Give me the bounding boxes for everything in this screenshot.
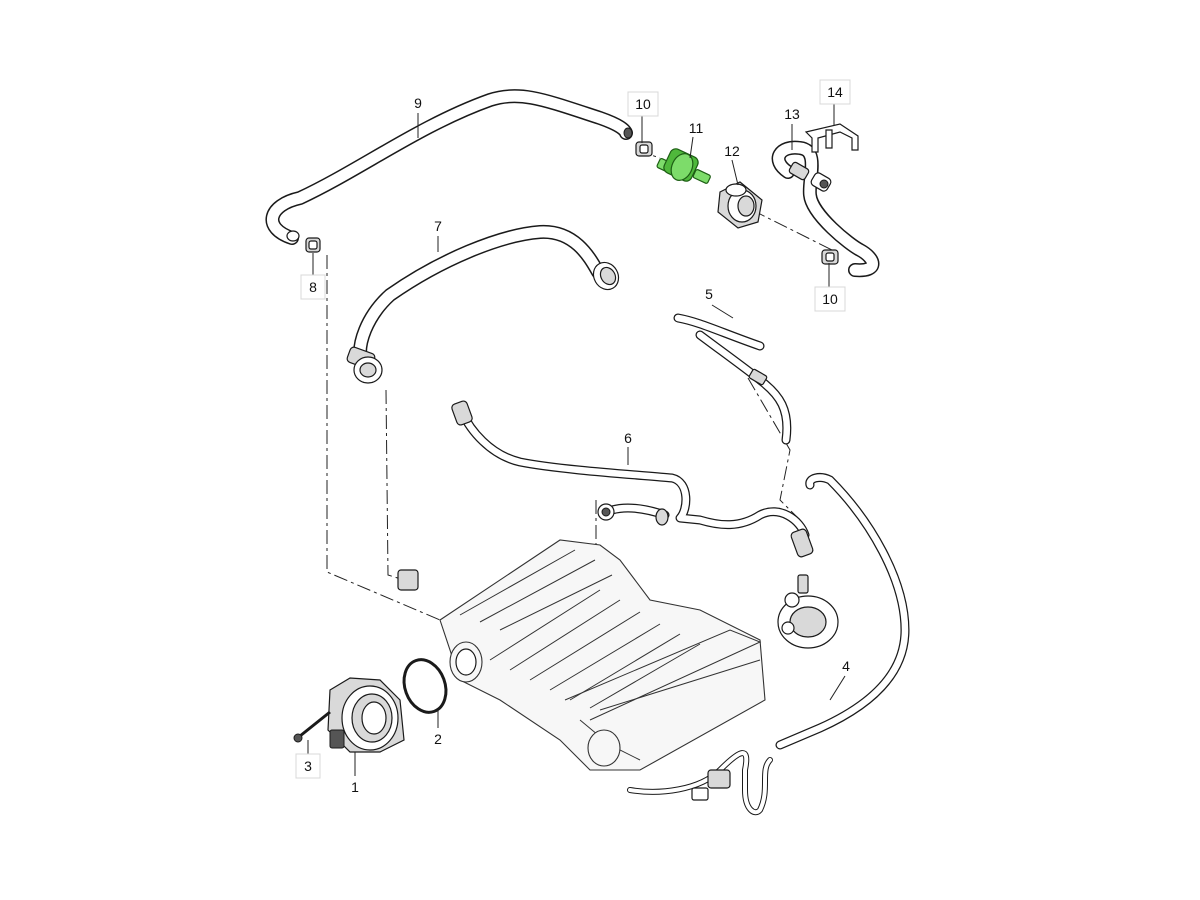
gasket-2[interactable] xyxy=(397,654,453,718)
hose-7[interactable] xyxy=(346,224,623,384)
intake-manifold xyxy=(397,539,766,771)
callout-2[interactable]: 2 xyxy=(434,731,442,747)
pipe-6[interactable] xyxy=(451,400,814,558)
callout-3[interactable]: 3 xyxy=(295,753,321,779)
callout-14-text: 14 xyxy=(827,84,843,100)
clip-14[interactable] xyxy=(804,123,859,153)
hose-4[interactable] xyxy=(775,473,910,750)
callout-10-lower-text: 10 xyxy=(822,291,838,307)
callout-5[interactable]: 5 xyxy=(705,286,713,302)
callout-10-upper[interactable]: 10 xyxy=(627,91,659,117)
hose-5[interactable] xyxy=(673,313,792,445)
callout-6[interactable]: 6 xyxy=(624,430,632,446)
callout-8-text: 8 xyxy=(309,279,317,295)
clamp-10-lower[interactable] xyxy=(821,249,839,265)
clamp-8[interactable] xyxy=(305,237,321,253)
hose-13[interactable] xyxy=(771,140,880,278)
callout-7[interactable]: 7 xyxy=(434,218,442,234)
lower-pipe xyxy=(627,750,773,816)
callout-11[interactable]: 11 xyxy=(689,120,704,136)
callout-9-text: 9 xyxy=(414,95,422,111)
bolt-3[interactable] xyxy=(293,710,331,743)
callout-6-text: 6 xyxy=(624,430,632,446)
clamp-10-upper[interactable] xyxy=(635,141,653,157)
valve-11[interactable] xyxy=(656,147,711,184)
callout-3-text: 3 xyxy=(304,758,312,774)
callout-13-text: 13 xyxy=(784,106,800,122)
callout-2-text: 2 xyxy=(434,731,442,747)
callout-13[interactable]: 13 xyxy=(784,106,800,122)
vacuum-pump xyxy=(777,574,839,649)
callout-12-text: 12 xyxy=(724,143,740,159)
callout-14[interactable]: 14 xyxy=(819,79,851,105)
callout-9[interactable]: 9 xyxy=(414,95,422,111)
callout-1-text: 1 xyxy=(351,779,359,795)
callout-12[interactable]: 12 xyxy=(724,143,740,159)
check-valve-12[interactable] xyxy=(717,181,763,229)
callout-10-upper-text: 10 xyxy=(635,96,651,112)
callout-7-text: 7 xyxy=(434,218,442,234)
callout-11-text: 11 xyxy=(689,120,704,136)
throttle-body-1[interactable] xyxy=(327,677,405,753)
callout-5-text: 5 xyxy=(705,286,713,302)
callout-4[interactable]: 4 xyxy=(842,658,850,674)
callout-1[interactable]: 1 xyxy=(351,779,359,795)
callout-4-text: 4 xyxy=(842,658,850,674)
hose-9[interactable] xyxy=(265,89,633,245)
callout-8[interactable]: 8 xyxy=(300,274,326,300)
callout-10-lower[interactable]: 10 xyxy=(814,286,846,312)
